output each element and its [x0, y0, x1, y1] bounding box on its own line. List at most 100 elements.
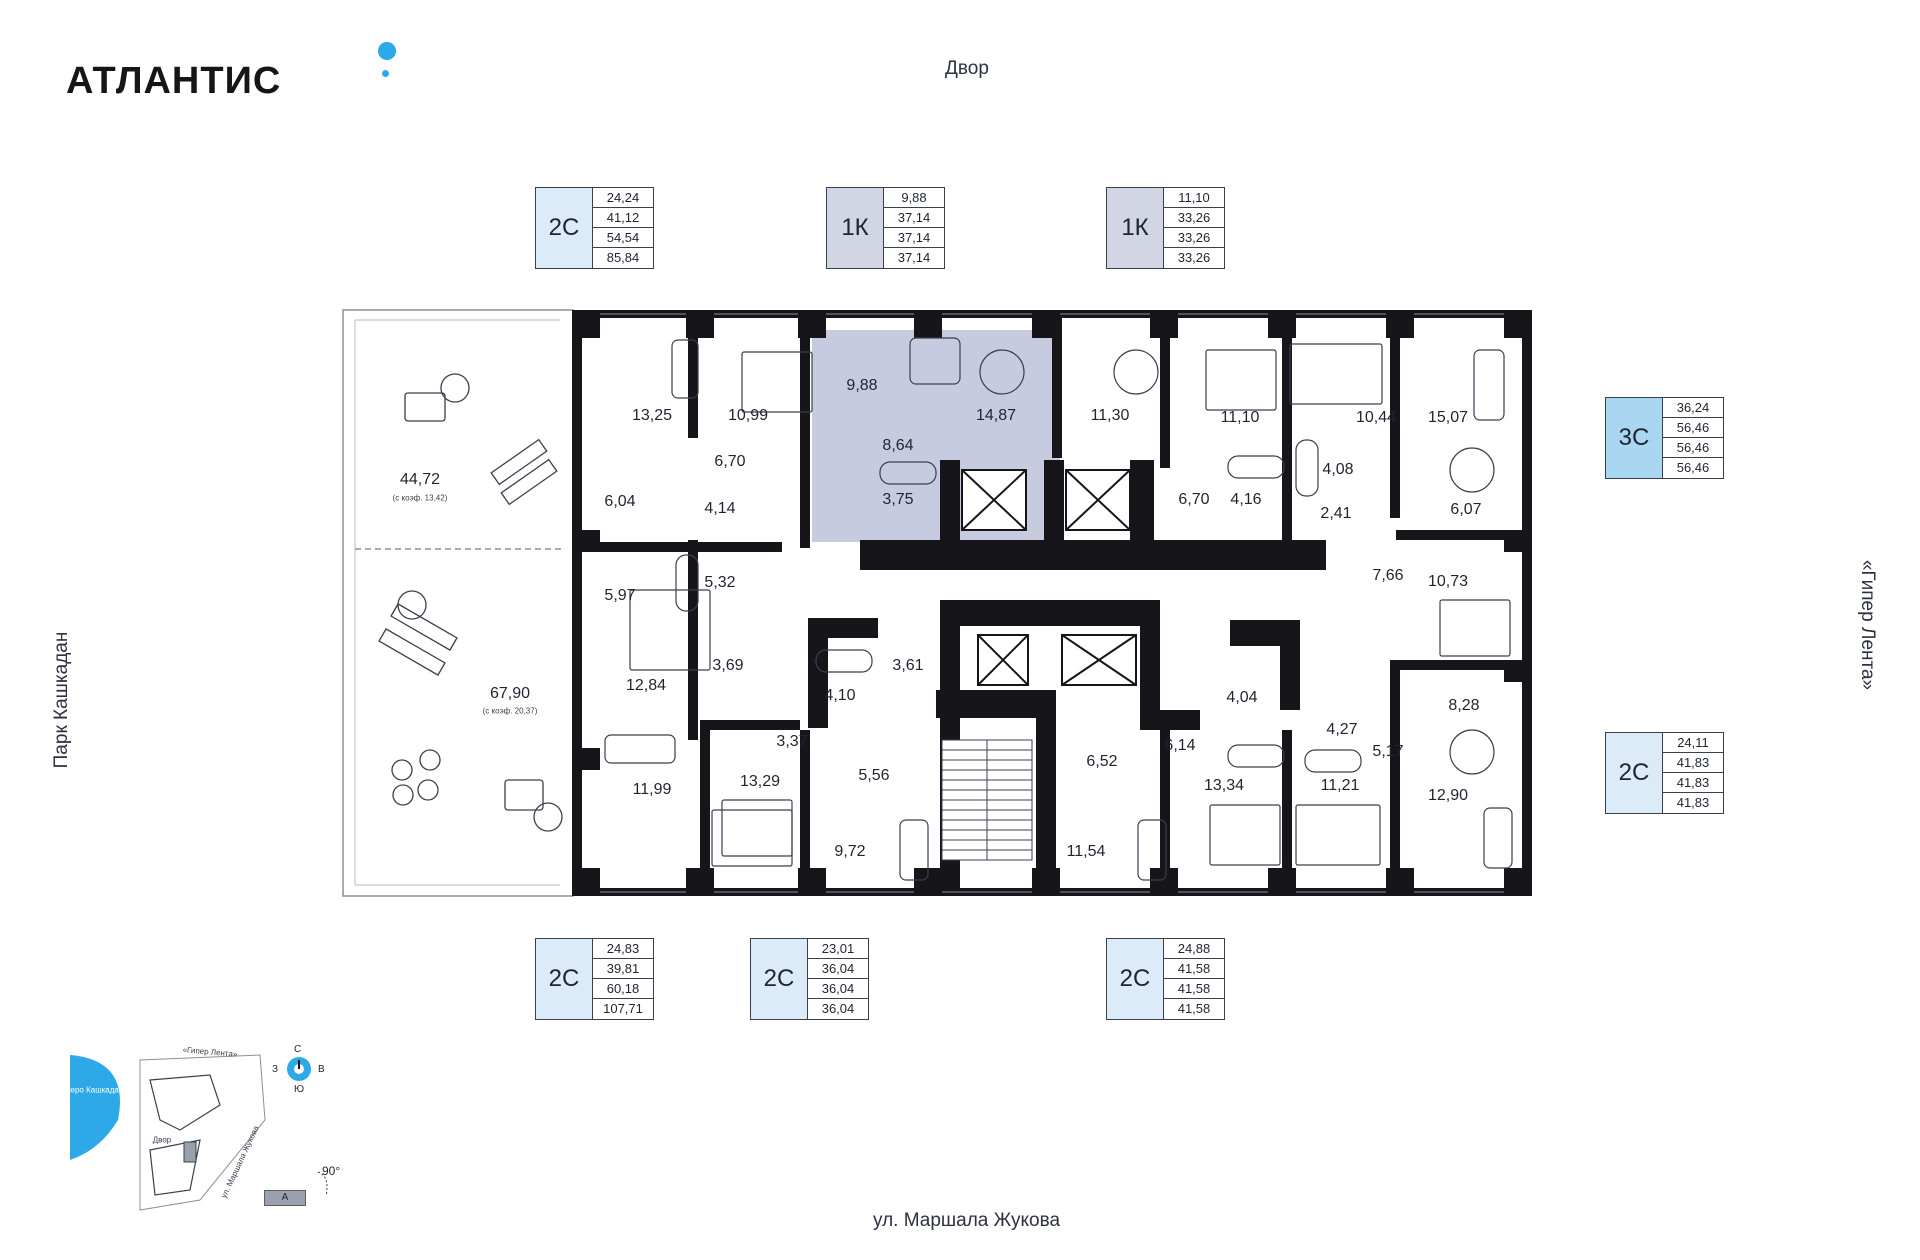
- apartment-type: 1К: [827, 188, 884, 268]
- apartment-tag[interactable]: 2С 24,11 41,83 41,83 41,83: [1605, 732, 1724, 814]
- room-area: 4,16: [1230, 491, 1262, 508]
- apartment-type: 2С: [1606, 733, 1663, 813]
- room-area: 11,10: [1220, 409, 1260, 426]
- walls: [572, 310, 1532, 896]
- apartment-value: 41,83: [1663, 773, 1723, 793]
- apartment-value: 9,88: [884, 188, 944, 208]
- room-area: 9,88: [846, 377, 878, 394]
- apartment-value: 24,88: [1164, 939, 1224, 959]
- bathtub-icon: [1295, 439, 1319, 497]
- room-area: 11,30: [1090, 407, 1130, 424]
- room-area: 4,08: [1322, 461, 1354, 478]
- dining-table-icon: [1449, 447, 1495, 493]
- bed-icon: [741, 351, 813, 413]
- apartment-value: 24,11: [1663, 733, 1723, 753]
- room-area: 12,90: [1427, 787, 1469, 804]
- room-area: 8,28: [1448, 697, 1480, 714]
- bed-icon: [1439, 599, 1511, 657]
- dining-table-icon: [1113, 349, 1159, 395]
- sofa-icon: [909, 337, 961, 385]
- windows: [600, 313, 1504, 893]
- apartment-value: 23,01: [808, 939, 868, 959]
- terrace-table-icon: [404, 392, 446, 422]
- terrace-area-lower: 67,90: [489, 685, 531, 702]
- apartment-value: 41,58: [1177, 1001, 1211, 1016]
- apartment-value: 41,58: [1164, 959, 1224, 979]
- apartment-value: 36,04: [808, 959, 868, 979]
- room-area: 13,25: [631, 407, 673, 424]
- logo-dot-icon: [378, 42, 396, 60]
- room-area: 10,44: [1355, 409, 1397, 426]
- sofa-icon: [1473, 349, 1505, 421]
- side-label-top: Двор: [945, 58, 989, 79]
- bathtub-icon: [1227, 455, 1285, 479]
- bed-icon: [1205, 349, 1277, 411]
- apartment-value: 56,46: [1663, 418, 1723, 438]
- room-area: 6,04: [604, 493, 636, 510]
- apartment-value: 37,14: [884, 228, 944, 248]
- chair-icon: [392, 784, 414, 806]
- apartment-tag[interactable]: 2С 24,24 41,12 54,54 85,84: [535, 187, 654, 269]
- lake-shape: [70, 1055, 120, 1160]
- core-wall-mid: [940, 600, 1140, 626]
- apartment-tag[interactable]: 2С 23,01 36,04 36,04 36,04: [750, 938, 869, 1020]
- compass-east: В: [318, 1064, 325, 1075]
- apartment-tag[interactable]: 2С 24,88 41,58 41,58 41,58: [1106, 938, 1225, 1020]
- wall-right: [1522, 310, 1532, 896]
- staircase: [941, 739, 1033, 861]
- rotation-arrow-icon: [317, 1171, 328, 1197]
- apartment-value: 41,83: [1676, 795, 1710, 810]
- bathtub-icon: [815, 649, 873, 673]
- section-label: А: [264, 1190, 306, 1206]
- brand-logo: АТЛАНТИС: [66, 60, 282, 102]
- sofa-icon: [1137, 819, 1167, 881]
- apartment-value: 107,71: [603, 1001, 643, 1016]
- room-area: 7,66: [1372, 567, 1404, 584]
- room-area: 4,10: [824, 687, 856, 704]
- compass-north: С: [294, 1044, 302, 1055]
- room-area: 2,41: [1320, 505, 1352, 522]
- apartment-type: 3С: [1606, 398, 1663, 478]
- bathtub-icon: [1304, 749, 1362, 773]
- room-area: 11,21: [1320, 777, 1360, 794]
- umbrella-icon: [440, 373, 470, 403]
- apartment-type: 2С: [751, 939, 808, 1019]
- apartment-value: 85,84: [606, 250, 640, 265]
- dining-table-icon: [1449, 729, 1495, 775]
- apartment-value: 60,18: [593, 979, 653, 999]
- site-minimap: [70, 1054, 328, 1211]
- apartment-value: 36,04: [821, 1001, 855, 1016]
- site-boundary: [139, 1054, 266, 1211]
- room-area: 10,99: [727, 407, 769, 424]
- bed-icon: [711, 809, 793, 867]
- sofa-icon: [1483, 807, 1513, 869]
- bed-icon: [1289, 343, 1383, 405]
- room-area: 10,73: [1427, 573, 1469, 590]
- furniture: [604, 337, 1513, 881]
- room-area: 11,54: [1066, 843, 1106, 860]
- room-area: 13,34: [1203, 777, 1245, 794]
- apartment-value: 33,26: [1177, 250, 1211, 265]
- room-area: 6,70: [1178, 491, 1210, 508]
- apartment-tag[interactable]: 3С 36,24 56,46 56,46 56,46: [1605, 397, 1724, 479]
- apartment-value: 11,10: [1164, 188, 1224, 208]
- apartment-tag[interactable]: 1К 9,88 37,14 37,14 37,14: [826, 187, 945, 269]
- room-area: 5,97: [604, 587, 636, 604]
- chair-icon: [391, 759, 413, 781]
- sunbed-icon: [378, 628, 446, 676]
- apartment-tag[interactable]: 2С 24,83 39,81 60,18 107,71: [535, 938, 654, 1020]
- apartment-value: 41,12: [593, 208, 653, 228]
- terrace-area-upper: 44,72: [399, 471, 441, 488]
- terrace-furniture: [378, 373, 563, 832]
- apartment-value: 41,58: [1164, 979, 1224, 999]
- apartment-value: 56,46: [1676, 460, 1710, 475]
- room-area: 5,56: [858, 767, 890, 784]
- terrace-coef-lower: (с коэф. 20,37): [482, 706, 538, 716]
- terrace-outline: [342, 309, 574, 897]
- bed-icon: [721, 799, 793, 857]
- apartment-tag[interactable]: 1К 11,10 33,26 33,26 33,26: [1106, 187, 1225, 269]
- apartment-value: 54,54: [593, 228, 653, 248]
- chair-icon: [419, 749, 441, 771]
- minimap-lake-label: Озеро Кашкадан: [60, 1085, 124, 1095]
